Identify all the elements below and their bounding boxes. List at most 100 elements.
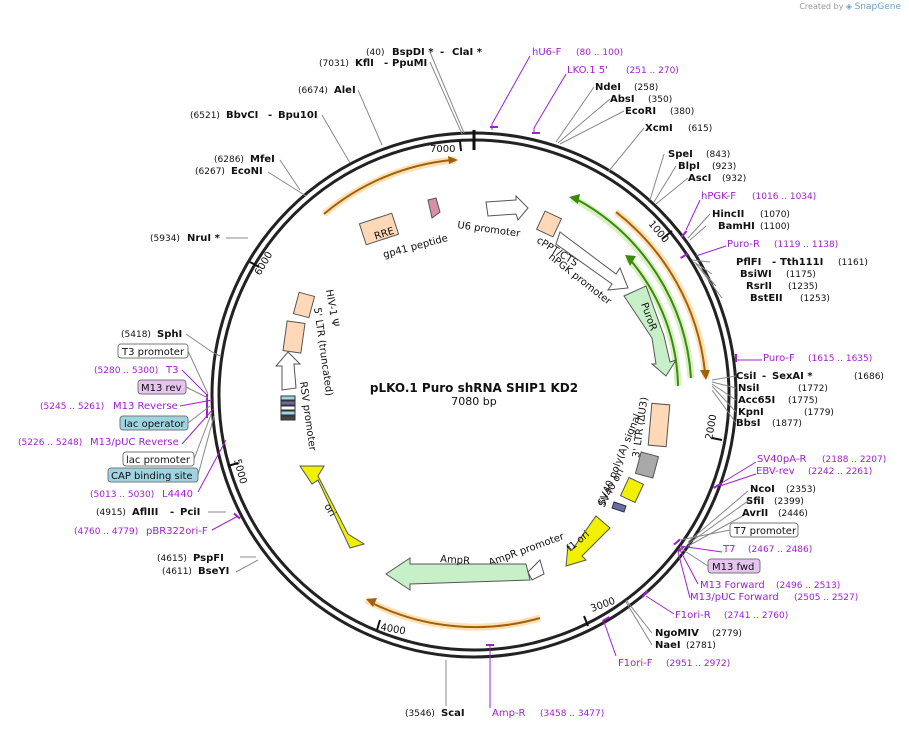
enzyme-alei[interactable]: (6674)AleI [298, 85, 356, 96]
svg-text:(6267): (6267) [195, 167, 225, 177]
svg-text:Puro-F: Puro-F [763, 353, 795, 364]
svg-text:F1ori-R: F1ori-R [675, 610, 711, 621]
enzyme-acc65i[interactable]: Acc65I(1775) [738, 395, 818, 406]
enzyme-pspfi[interactable]: (4615)PspFI [157, 553, 224, 564]
svg-text:(251 .. 270): (251 .. 270) [626, 66, 679, 76]
svg-text:BseYI: BseYI [198, 566, 229, 577]
enzyme-mfei[interactable]: (6286)MfeI [214, 154, 275, 165]
label-t3-promoter[interactable]: T3 promoter [117, 343, 209, 395]
feature-rre[interactable]: RRE [358, 212, 400, 246]
label-lac-promoter[interactable]: lac promoter [122, 411, 213, 467]
label-cap-binding-site[interactable]: CAP binding site [107, 415, 215, 483]
svg-text:Tth111I: Tth111I [780, 257, 823, 268]
enzyme-leaders [185, 51, 749, 706]
primer-m13-forward[interactable]: M13 Forward(2496 .. 2513) [700, 580, 840, 591]
enzyme-aflIII[interactable]: (4915)AflIII- PciI [96, 507, 200, 518]
svg-text:AleI: AleI [334, 85, 356, 96]
svg-text:(5418): (5418) [121, 330, 151, 340]
enzyme-bbvci[interactable]: (6521)BbvCI- Bpu10I [190, 110, 318, 121]
feature-hpgk-promoter[interactable]: hPGK promoter [546, 231, 629, 308]
svg-text:(2779): (2779) [712, 629, 742, 639]
enzyme-spei[interactable]: SpeI(843) [668, 149, 730, 160]
primer-ebv-rev[interactable]: EBV-rev(2242 .. 2261) [756, 466, 872, 477]
primer-hu6-f[interactable]: hU6-F(80 .. 100) [532, 47, 623, 58]
enzyme-xcmi[interactable]: XcmI(615) [645, 123, 712, 134]
svg-text:lac operator: lac operator [124, 419, 185, 430]
primer-puro-f[interactable]: Puro-F(1615 .. 1635) [763, 353, 872, 364]
enzyme-csii[interactable]: CsiI- SexAI *(1686) [736, 371, 884, 382]
enzyme-pflfi[interactable]: PflFI- Tth111I(1161) [736, 257, 868, 268]
label-m13-rev[interactable]: M13 rev [137, 379, 209, 399]
svg-text:BspDI *: BspDI * [392, 47, 434, 58]
svg-text:CAP binding site: CAP binding site [111, 471, 193, 482]
svg-text:(5013 .. 5030): (5013 .. 5030) [90, 490, 154, 500]
enzyme-sphi[interactable]: (5418)SphI [121, 329, 182, 340]
label-m13-fwd[interactable]: M13 fwd [679, 547, 761, 574]
svg-text:SV40pA-R: SV40pA-R [757, 454, 806, 465]
enzyme-ndei[interactable]: NdeI(258) [595, 82, 658, 93]
primer-t3[interactable]: (5280 .. 5300)T3 [94, 365, 178, 376]
svg-text:(1235): (1235) [788, 282, 818, 292]
enzyme-hincii[interactable]: HincII(1070) [712, 209, 790, 220]
enzyme-bspdi[interactable]: (40)BspDI *- ClaI * [366, 47, 483, 58]
svg-text:HIV-1 Ψ: HIV-1 Ψ [323, 289, 340, 328]
enzyme-bseyi[interactable]: (4611)BseYI [162, 566, 229, 577]
svg-text:NsiI: NsiI [738, 383, 759, 394]
enzyme-ncoi[interactable]: NcoI(2353) [750, 484, 816, 495]
scale-tick-2000: 2000 [704, 414, 723, 441]
feature-puror[interactable]: PuroR [623, 285, 678, 377]
enzyme-avrii[interactable]: AvrII(2446) [742, 508, 808, 519]
svg-text:(2353): (2353) [786, 485, 816, 495]
enzyme-blpi[interactable]: BlpI(923) [678, 161, 736, 172]
enzyme-nsii[interactable]: NsiI(1772) [738, 383, 828, 394]
primer-f1ori-f[interactable]: F1ori-F(2951 .. 2972) [618, 658, 730, 669]
feature-u6-promoter[interactable]: U6 promoter [457, 194, 529, 240]
primer-sv40pa-r[interactable]: SV40pA-R(2188 .. 2207) [757, 454, 886, 465]
svg-text:(2242 .. 2261): (2242 .. 2261) [808, 467, 872, 477]
enzyme-kpni[interactable]: KpnI(1779) [738, 407, 834, 418]
svg-text:-: - [772, 257, 776, 268]
enzyme-ecori[interactable]: EcoRI(380) [625, 106, 694, 117]
primer-hpgk-f[interactable]: hPGK-F(1016 .. 1034) [701, 191, 816, 202]
primer-m13puc-forward[interactable]: M13/pUC Forward(2505 .. 2527) [690, 592, 858, 603]
label-t7-promoter[interactable]: T7 promoter [679, 522, 799, 541]
enzyme-econi[interactable]: (6267)EcoNI [195, 166, 263, 177]
enzyme-bsteii[interactable]: BstEII(1253) [750, 293, 830, 304]
enzyme-ngomiv[interactable]: NgoMIV(2779) [655, 628, 742, 639]
primer-pbr322ori-f[interactable]: (4760 .. 4779)pBR322ori-F [74, 526, 208, 537]
svg-text:(4615): (4615) [157, 554, 187, 564]
primer-l4440[interactable]: (5013 .. 5030)L4440 [90, 489, 193, 500]
svg-text:(3458 .. 3477): (3458 .. 3477) [540, 709, 604, 719]
svg-text:BstEII: BstEII [750, 293, 783, 304]
plasmid-length: 7080 bp [451, 395, 496, 408]
enzyme-absi[interactable]: AbsI(350) [610, 94, 672, 105]
enzyme-naei[interactable]: NaeI(2781) [655, 640, 716, 651]
svg-text:U6 promoter: U6 promoter [457, 220, 522, 240]
enzyme-bamhi[interactable]: BamHI(1100) [718, 221, 790, 232]
feature-ori[interactable]: ori [299, 465, 366, 549]
enzyme-scai[interactable]: (3546)ScaI [405, 708, 465, 719]
svg-text:NruI *: NruI * [187, 233, 221, 244]
svg-text:Acc65I: Acc65I [738, 395, 775, 406]
enzyme-kfli[interactable]: (7031)KflI- PpuMI [319, 58, 427, 69]
svg-text:(350): (350) [648, 95, 672, 105]
enzyme-asci[interactable]: AscI(932) [688, 173, 746, 184]
enzyme-nrui[interactable]: (5934)NruI * [150, 233, 221, 244]
feature-ampr[interactable]: AmpR [385, 554, 531, 591]
primer-m13puc-reverse[interactable]: (5226 .. 5248)M13/pUC Reverse [18, 437, 179, 448]
feature-f1-ori[interactable]: f1 ori [565, 515, 611, 567]
enzyme-rsrii[interactable]: RsrII(1235) [746, 281, 818, 292]
primer-t7[interactable]: T7(2467 .. 2486) [722, 544, 812, 555]
svg-text:(615): (615) [688, 124, 712, 134]
enzyme-bbsi[interactable]: BbsI(1877) [736, 418, 802, 429]
primer-amp-r[interactable]: Amp-R(3458 .. 3477) [492, 708, 604, 719]
enzyme-sfii[interactable]: SfiI(2399) [746, 496, 804, 507]
enzyme-bsiwi[interactable]: BsiWI(1175) [740, 269, 816, 280]
primer-m13-reverse[interactable]: (5245 .. 5261)M13 Reverse [40, 401, 178, 412]
svg-text:7000: 7000 [430, 144, 455, 155]
primer-puro-r[interactable]: Puro-R(1119 .. 1138) [727, 239, 838, 250]
label-lac-operator[interactable]: lac operator [119, 405, 211, 431]
primer-lko1-5[interactable]: LKO.1 5'(251 .. 270) [567, 65, 679, 76]
primer-f1ori-r[interactable]: F1ori-R(2741 .. 2760) [675, 610, 788, 621]
svg-text:(2399): (2399) [774, 497, 804, 507]
